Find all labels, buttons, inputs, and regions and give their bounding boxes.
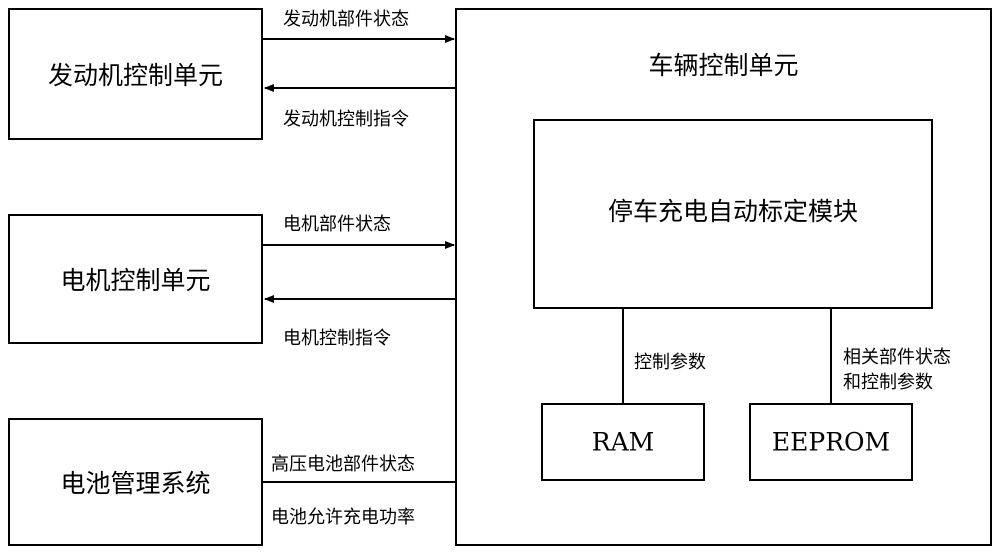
vehicle-control-unit-label: 车辆控制单元: [648, 51, 799, 80]
engine-command-label: 发动机控制指令: [283, 109, 409, 130]
motor-control-unit-box: 电机控制单元: [8, 214, 263, 344]
motor-status-label: 电机部件状态: [283, 214, 391, 235]
battery-management-system-label: 电池管理系统: [60, 469, 211, 498]
eeprom-box: EEPROM: [749, 403, 913, 481]
engine-status-label: 发动机部件状态: [283, 9, 409, 30]
ram-box: RAM: [541, 403, 705, 481]
ram-label: RAM: [591, 427, 655, 457]
ram-link-label: 控制参数: [634, 352, 706, 373]
parking-charge-calibration-module-box: 停车充电自动标定模块: [533, 119, 933, 309]
motor-command-label: 电机控制指令: [283, 328, 391, 349]
battery-management-system-box: 电池管理系统: [8, 418, 263, 546]
eeprom-link-label-line1: 相关部件状态: [843, 347, 951, 368]
motor-control-unit-label: 电机控制单元: [60, 266, 211, 295]
eeprom-label: EEPROM: [771, 427, 891, 457]
battery-status-label: 高压电池部件状态: [271, 454, 415, 475]
parking-charge-calibration-module-label: 停车充电自动标定模块: [607, 197, 858, 227]
engine-control-unit-box: 发动机控制单元: [8, 8, 263, 140]
battery-power-label: 电池允许充电功率: [271, 507, 415, 528]
eeprom-link-label-line2: 和控制参数: [843, 372, 933, 393]
engine-control-unit-label: 发动机控制单元: [47, 61, 223, 90]
